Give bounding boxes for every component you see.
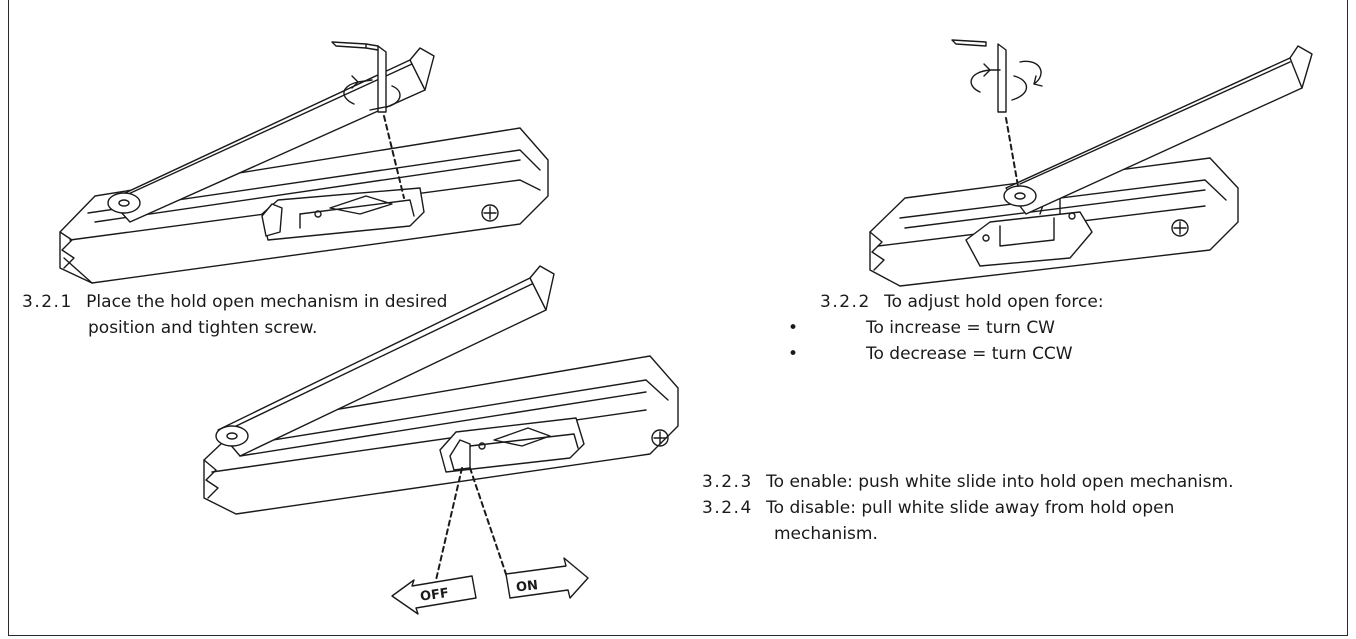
step-3-2-4: 3.2.4 To disable: pull white slide away …	[702, 496, 1174, 520]
step-text: To adjust hold open force:	[884, 292, 1104, 312]
step-3-2-1: 3.2.1 Place the hold open mechanism in d…	[22, 290, 447, 314]
page-frame	[8, 0, 1348, 636]
bullet-marker: •	[788, 344, 799, 364]
illustration-enable-disable	[203, 265, 679, 615]
illustration-hold-open-tighten	[59, 41, 549, 284]
step-number: 3.2.4	[702, 498, 753, 518]
step-text: Place the hold open mechanism in desired	[86, 292, 448, 312]
illustration-adjust-force	[869, 39, 1313, 287]
step-3-2-3: 3.2.3 To enable: push white slide into h…	[702, 470, 1233, 494]
step-3-2-1-continuation: position and tighten screw.	[88, 318, 318, 338]
step-text: To disable: pull white slide away from h…	[766, 498, 1175, 518]
step-3-2-4-continuation: mechanism.	[774, 524, 878, 544]
off-label: OFF	[419, 586, 450, 605]
bullet-marker: •	[788, 318, 799, 338]
bullet-increase: To increase = turn CW	[866, 318, 1055, 338]
bullet-decrease: To decrease = turn CCW	[866, 344, 1073, 364]
step-number: 3.2.1	[22, 292, 73, 312]
step-number: 3.2.3	[702, 472, 753, 492]
on-label: ON	[515, 578, 538, 595]
step-number: 3.2.2	[820, 292, 871, 312]
step-3-2-2: 3.2.2 To adjust hold open force:	[820, 290, 1104, 314]
step-text: To enable: push white slide into hold op…	[766, 472, 1234, 492]
